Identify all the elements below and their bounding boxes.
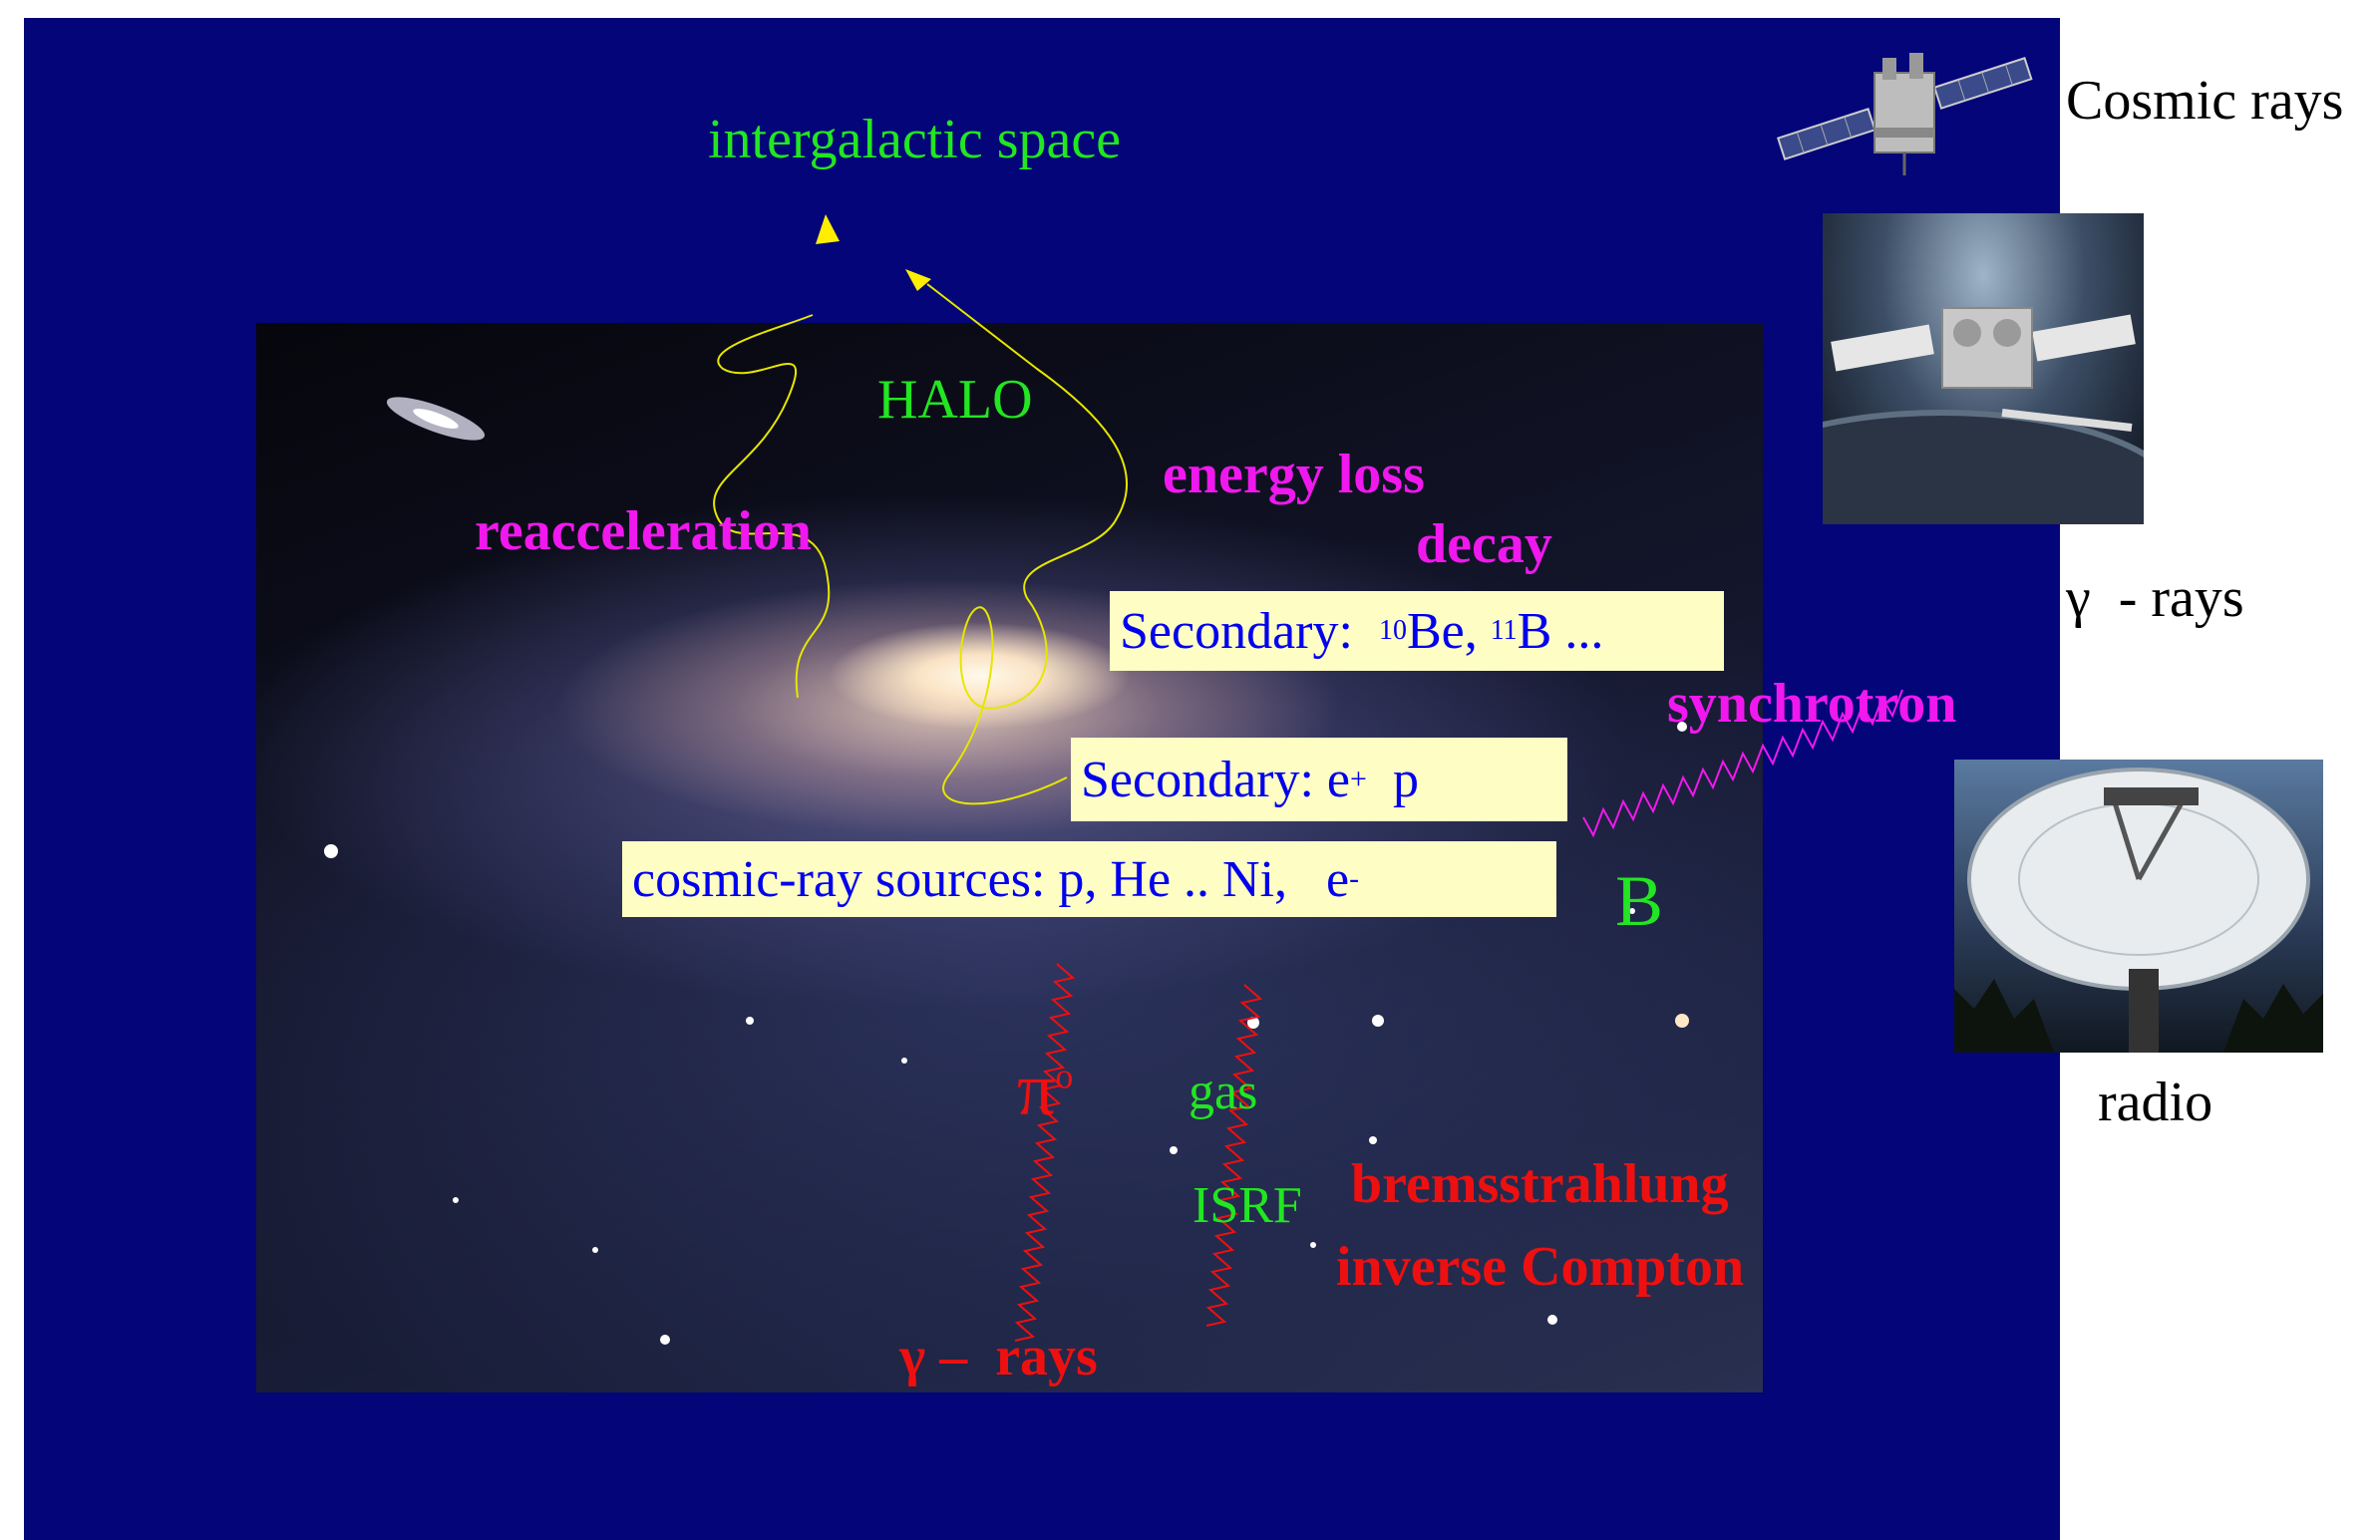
decay-label: decay — [1416, 513, 1552, 575]
gas-label: gas — [1189, 1064, 1258, 1120]
cosmic-rays-label: Cosmic rays — [2066, 70, 2344, 132]
compton-wave — [1205, 984, 1263, 1327]
radio-label: radio — [2098, 1072, 2213, 1133]
sources-text: cosmic-ray sources: p, He .. Ni, e — [632, 850, 1350, 908]
pion-wave — [1014, 963, 1076, 1342]
halo-path — [926, 283, 1128, 805]
be-isotope: 10 — [1378, 615, 1407, 646]
radio-telescope-photo — [1954, 760, 2323, 1053]
b-field-label: B — [1615, 861, 1664, 941]
energy-loss-label: energy loss — [1163, 444, 1425, 505]
synchrotron-label: synchrotron — [1667, 673, 1957, 735]
isrf-label: ISRF — [1192, 1177, 1302, 1234]
gamma-rays-label: γ - rays — [2066, 567, 2244, 629]
electron-sup: - — [1349, 862, 1360, 895]
gamma-ray-observatory-photo — [1823, 213, 2144, 524]
b-element: B ... — [1517, 602, 1604, 660]
secondary-ep-box: Secondary: e+ p — [1071, 738, 1567, 821]
pion-sup: o — [1055, 1056, 1074, 1096]
cosmic-ray-sources-box: cosmic-ray sources: p, He .. Ni, e- — [622, 841, 1556, 917]
bremsstrahlung-label: bremsstrahlung — [1351, 1153, 1729, 1215]
secondary-ep-prefix: Secondary: e — [1081, 751, 1351, 808]
be-element: Be, — [1406, 602, 1491, 660]
arrow-halo — [905, 269, 931, 291]
secondary-ep-suffix: p — [1366, 751, 1419, 808]
reacceleration-label: reacceleration — [475, 500, 812, 562]
halo-label: HALO — [877, 369, 1033, 431]
pion-symbol: π — [1017, 1048, 1056, 1131]
arrow-up-left — [816, 214, 840, 244]
synchrotron-wave — [1582, 689, 1903, 838]
b-isotope: 11 — [1490, 615, 1518, 646]
satellite-icon — [1765, 38, 2044, 177]
secondary-be-b-prefix: Secondary: — [1120, 602, 1379, 660]
intergalactic-space-label: intergalactic space — [708, 109, 1122, 170]
reacceleration-path — [713, 314, 831, 699]
pion-label: πo — [1017, 1052, 1073, 1127]
inverse-compton-label: inverse Compton — [1336, 1236, 1745, 1298]
positron-sup: + — [1350, 763, 1367, 795]
gamma-rays-bottom-label: γ – rays — [899, 1326, 1098, 1387]
